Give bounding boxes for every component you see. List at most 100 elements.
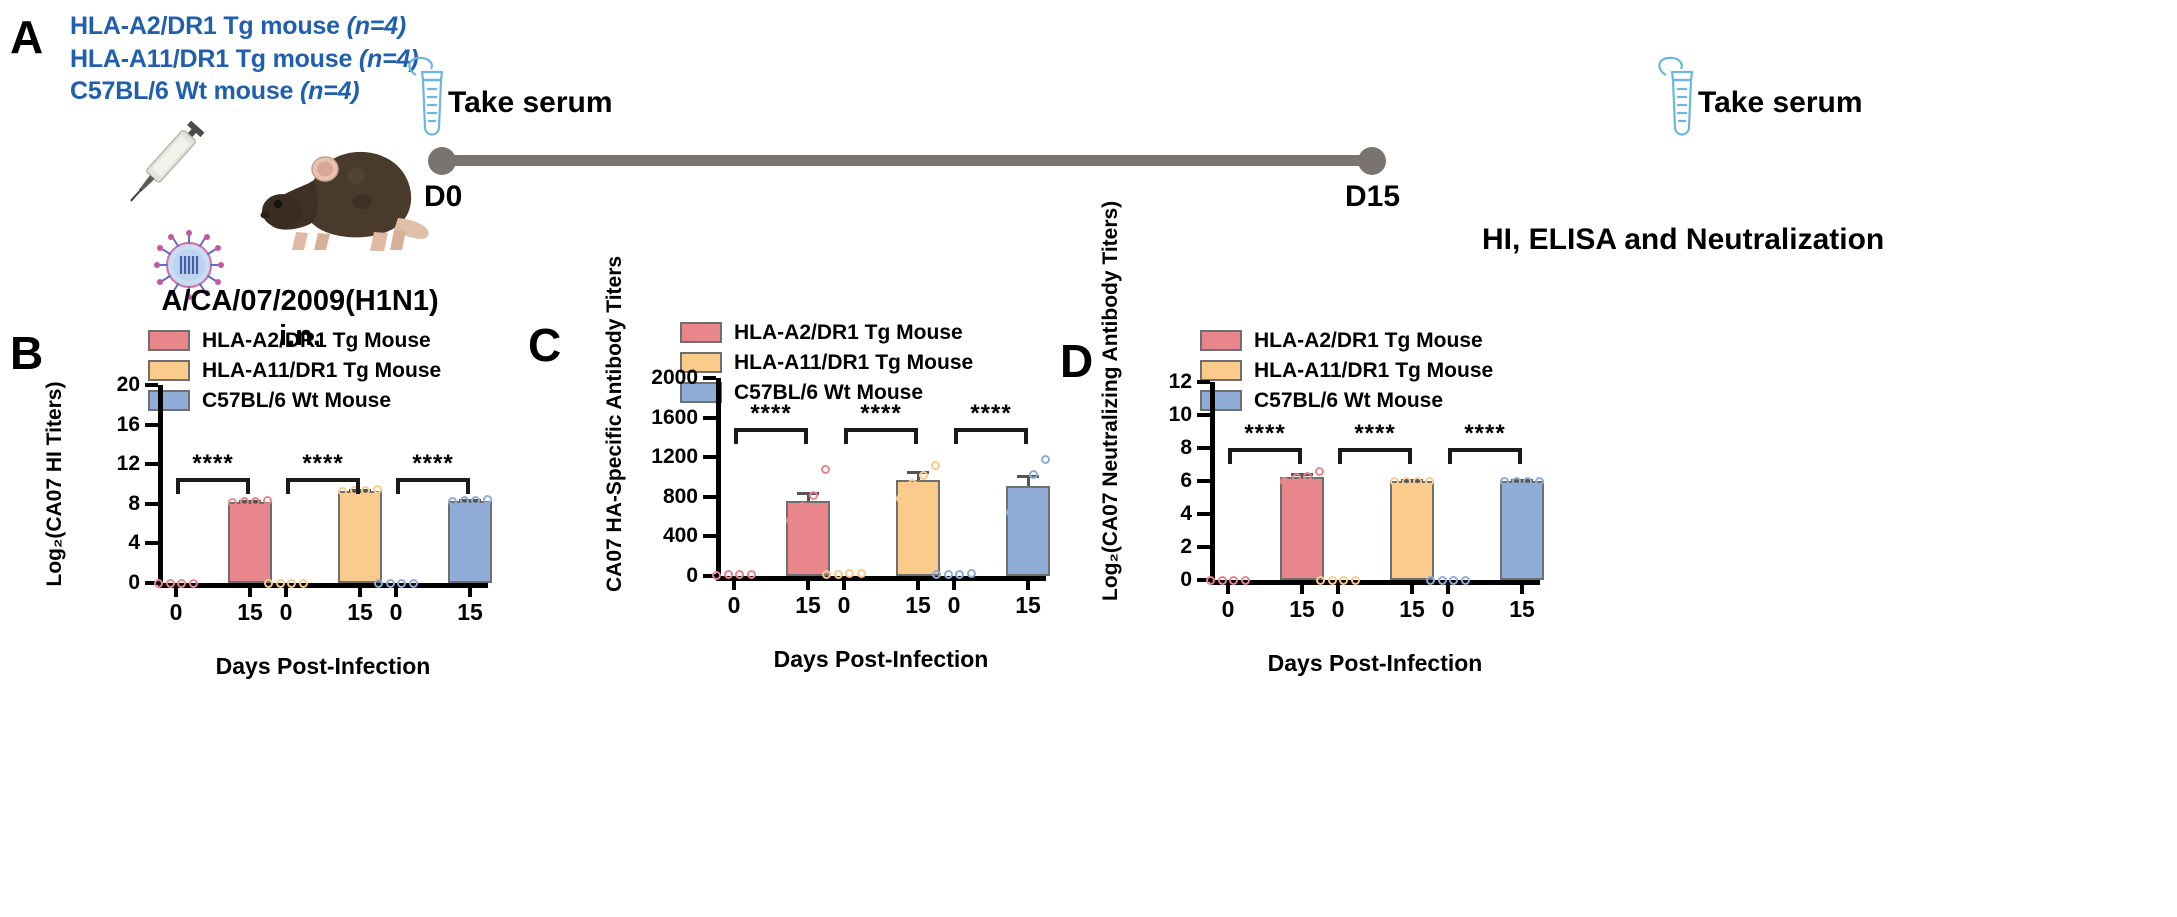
legend-item[interactable]: HLA-A11/DR1 Tg Mouse: [680, 352, 973, 373]
significance-bracket: [1448, 448, 1522, 464]
panel-a-group-list: HLA-A2/DR1 Tg mouse (n=4) HLA-A11/DR1 Tg…: [70, 10, 419, 108]
group-name-1: HLA-A2/DR1 Tg mouse: [70, 12, 340, 40]
data-point: [1534, 476, 1544, 486]
x-axis-tick: [284, 586, 288, 597]
y-axis-tick: [703, 574, 716, 578]
y-axis-tick-label: 1600: [651, 405, 698, 429]
error-bar-cap: [1401, 479, 1423, 483]
significance-stars: ****: [970, 399, 1012, 427]
x-axis-tick: [1520, 583, 1524, 594]
bar[interactable]: [228, 501, 272, 583]
bar[interactable]: [338, 490, 382, 583]
data-point: [239, 497, 249, 507]
x-axis-line: [716, 576, 1046, 581]
y-axis-tick-label: 1200: [651, 445, 698, 469]
bar[interactable]: [786, 500, 830, 576]
take-serum-label-d15: Take serum: [1698, 86, 1863, 119]
bar[interactable]: [1280, 476, 1324, 580]
data-point: [896, 494, 906, 504]
group-name-3: C57BL/6 Wt mouse: [70, 77, 294, 105]
x-axis-tick-label: 15: [1509, 596, 1535, 622]
data-point: [188, 578, 198, 588]
data-point: [1339, 575, 1349, 585]
bar[interactable]: [1006, 486, 1050, 576]
significance-bracket: [1338, 448, 1412, 464]
y-axis-tick: [703, 415, 716, 420]
error-bar: [806, 491, 810, 501]
significance-stars: ****: [192, 450, 234, 478]
x-axis-tick: [394, 586, 398, 597]
y-axis-tick: [1197, 446, 1210, 450]
data-point: [845, 569, 855, 579]
significance-bracket: [176, 478, 250, 495]
y-axis-tick: [703, 376, 716, 380]
data-point: [1316, 575, 1326, 585]
x-axis-tick: [952, 579, 956, 590]
y-axis-tick-label: 2000: [651, 366, 698, 389]
panel-a-readout-label: HI, ELISA and Neutralization: [1482, 223, 1885, 256]
timeline-node-d15[interactable]: [1358, 147, 1386, 175]
data-point: [1314, 466, 1324, 476]
y-axis-line: [158, 385, 163, 586]
y-axis-tick: [145, 541, 158, 546]
data-point: [1303, 471, 1313, 481]
timeline-node-d0[interactable]: [428, 147, 456, 175]
legend-item[interactable]: HLA-A2/DR1 Tg Mouse: [680, 322, 973, 343]
significance-bracket: [734, 427, 808, 444]
significance-stars: ****: [860, 399, 902, 427]
data-point: [372, 485, 382, 495]
data-point: [735, 569, 745, 579]
significance-stars: ****: [1354, 420, 1396, 447]
group-line-3: C57BL/6 Wt mouse (n=4): [70, 75, 418, 108]
data-point: [1229, 575, 1239, 585]
y-axis-tick: [703, 455, 716, 460]
significance-bracket: [844, 427, 918, 444]
y-axis-tick-label: 0: [686, 564, 698, 587]
bracket-right-leg: [914, 427, 918, 444]
bracket-left-leg: [1338, 448, 1342, 464]
bar[interactable]: [448, 500, 492, 583]
legend-item[interactable]: HLA-A2/DR1 Tg Mouse: [1200, 330, 1493, 351]
legend-item[interactable]: HLA-A2/DR1 Tg Mouse: [148, 330, 441, 351]
data-point: [459, 496, 469, 506]
x-axis-tick-label: 15: [1015, 592, 1041, 618]
x-axis-tick: [1226, 583, 1230, 594]
legend-panel-c: HLA-A2/DR1 Tg Mouse HLA-A11/DR1 Tg Mouse…: [680, 322, 973, 403]
legend-item[interactable]: HLA-A11/DR1 Tg Mouse: [148, 360, 441, 381]
y-axis-tick-label: 400: [662, 524, 698, 548]
y-axis-title: Log₂(CA07 HI Titers): [43, 381, 66, 587]
legend-swatch-hla-a2: [148, 330, 190, 351]
y-axis-tick: [145, 581, 158, 585]
x-axis-tick: [1336, 583, 1340, 594]
data-point: [822, 570, 832, 579]
x-axis-tick: [1410, 583, 1414, 594]
y-axis-tick: [1197, 479, 1210, 483]
data-point: [1206, 575, 1216, 585]
x-axis-tick-label: 15: [237, 599, 263, 625]
x-axis-tick: [1446, 583, 1450, 594]
legend-item[interactable]: HLA-A11/DR1 Tg Mouse: [1200, 360, 1493, 381]
x-axis-tick: [732, 579, 736, 590]
error-bar-cap: [907, 470, 929, 474]
legend-item[interactable]: C57BL/6 Wt Mouse: [680, 382, 973, 403]
bracket-right-leg: [356, 478, 360, 495]
x-axis-tick-label: 0: [727, 592, 741, 618]
bracket-top: [844, 427, 918, 432]
y-axis-tick: [703, 534, 716, 539]
data-point: [1006, 508, 1016, 518]
bar[interactable]: [1500, 481, 1544, 580]
legend-swatch-hla-a11: [680, 352, 722, 373]
group-line-1: HLA-A2/DR1 Tg mouse (n=4): [70, 10, 418, 43]
y-axis-tick-label: 4: [128, 531, 140, 555]
data-point: [1040, 454, 1050, 464]
x-axis-title: Days Post-Infection: [215, 653, 431, 679]
data-point: [1523, 476, 1533, 486]
error-bar-cap: [459, 499, 481, 503]
bar[interactable]: [1390, 481, 1434, 580]
y-axis-line: [716, 378, 721, 579]
data-point: [919, 470, 929, 480]
x-axis-tick: [468, 586, 472, 597]
panel-a-challenge-caption: A/CA/07/2009(H1N1) i.n.: [90, 284, 510, 355]
error-bar: [916, 470, 920, 480]
